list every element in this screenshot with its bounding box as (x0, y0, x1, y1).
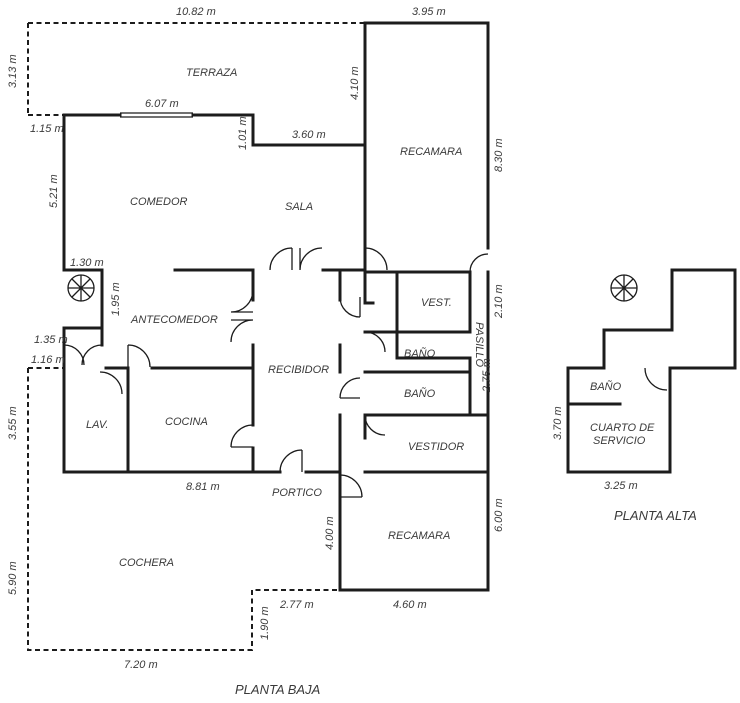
label-lav: LAV. (86, 419, 108, 431)
dim-offset-130: 1.30 m (70, 257, 104, 269)
label-bano-alta: BAÑO (590, 380, 622, 393)
dim-terrace-width: 10.82 m (176, 6, 216, 18)
dim-sala-width: 3.60 m (292, 129, 326, 141)
label-comedor: COMEDOR (130, 196, 188, 208)
label-sala: SALA (285, 201, 313, 213)
label-cochera: COCHERA (119, 557, 174, 569)
label-cuarto-servicio-2: SERVICIO (593, 435, 646, 447)
dim-cochera-step: 2.77 m (279, 599, 314, 611)
dim-alta-width: 3.25 m (604, 480, 638, 492)
title-planta-baja: PLANTA BAJA (235, 682, 320, 697)
dim-cochera-depth: 5.90 m (7, 561, 19, 595)
dim-recamara2-width: 4.60 m (393, 599, 427, 611)
terrace-outline (27, 22, 365, 116)
dim-cochera-width: 7.20 m (124, 659, 158, 671)
label-recamara-bottom: RECAMARA (388, 530, 450, 542)
dim-comedor-depth: 5.21 m (48, 174, 60, 208)
label-recamara-top: RECAMARA (400, 146, 462, 158)
dim-pasillo-275: 2.75 m (481, 358, 493, 393)
label-cuarto-servicio-1: CUARTO DE (590, 422, 655, 434)
door-swings (63, 247, 489, 498)
label-cocina: COCINA (165, 416, 208, 428)
label-bano-1: BAÑO (404, 347, 436, 360)
dim-cochera-step-depth: 1.90 m (259, 606, 271, 640)
spiral-stair-upper-icon (610, 274, 638, 302)
dim-offset-116: 1.16 m (31, 354, 65, 366)
dim-offset-115: 1.15 m (30, 123, 64, 135)
label-portico: PORTICO (272, 487, 322, 499)
dim-vest-210: 2.10 m (493, 284, 505, 319)
dim-terrace-depth: 3.13 m (7, 54, 19, 88)
dim-sala-step: 1.01 m (237, 116, 249, 150)
dim-comedor-width: 6.07 m (145, 98, 179, 110)
label-vest: VEST. (421, 297, 452, 309)
label-recibidor: RECIBIDOR (268, 364, 329, 376)
dim-portico-400: 4.00 m (324, 516, 336, 550)
upper-floor-walls (566, 268, 737, 474)
dim-offset-135: 1.35 m (34, 334, 68, 346)
spiral-stair-icon (67, 274, 95, 302)
dim-main-width: 8.81 m (186, 481, 220, 493)
cochera-outline (27, 367, 340, 651)
dim-recamara-410: 4.10 m (349, 66, 361, 100)
label-bano-2: BAÑO (404, 387, 436, 400)
dim-recamara2-depth: 6.00 m (493, 498, 505, 532)
dim-recamara-depth: 8.30 m (493, 138, 505, 172)
label-pasillo: PASILLO (473, 322, 485, 367)
dim-recamara-width: 3.95 m (412, 6, 446, 18)
title-planta-alta: PLANTA ALTA (614, 508, 697, 523)
label-terraza: TERRAZA (186, 67, 237, 79)
dim-alta-depth: 3.70 m (552, 406, 564, 440)
label-antecomedor: ANTECOMEDOR (130, 314, 218, 326)
dim-offset-195: 1.95 m (110, 282, 122, 316)
label-vestidor: VESTIDOR (408, 441, 464, 453)
dim-kitchen-depth: 3.55 m (7, 406, 19, 440)
